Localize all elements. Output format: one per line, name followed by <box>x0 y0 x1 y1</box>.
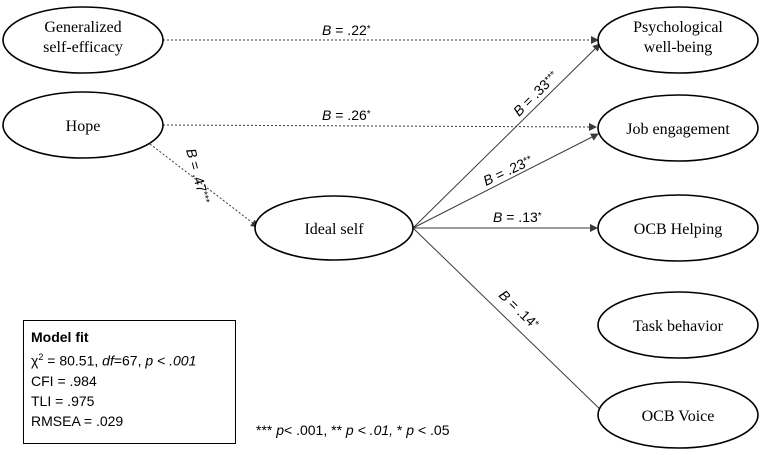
node-job-engagement: Job engagement <box>597 94 759 162</box>
coef-ideal-ocb-voice: B = .14* <box>496 287 542 332</box>
path-ideal-to-pwb <box>412 43 601 229</box>
node-label: well-being <box>644 39 712 56</box>
node-label: Job engagement <box>626 121 730 138</box>
node-ideal-self: Ideal self <box>254 195 414 261</box>
model-fit-title: Model fit <box>31 329 89 345</box>
path-hope-to-ideal-self <box>149 143 259 228</box>
coef-hope-job-engagement: B = .26* <box>322 107 371 123</box>
node-label: Task behavior <box>633 318 724 335</box>
node-label: OCB Helping <box>634 221 722 238</box>
coef-ideal-ocb-helping: B = .13* <box>493 209 542 225</box>
node-label: Ideal self <box>304 221 364 238</box>
coef-ideal-pwb: B = .33*** <box>510 68 561 119</box>
node-label: OCB Voice <box>642 408 715 425</box>
tli-line: TLI = .975 <box>31 392 95 409</box>
path-ideal-to-job-engagement <box>412 133 599 229</box>
coef-hope-ideal-self: B = .47*** <box>183 147 213 206</box>
node-label: Generalized <box>44 19 121 36</box>
coef-gse-pwb: B = .22* <box>322 22 371 38</box>
node-task-behavior: Task behavior <box>597 291 759 359</box>
significance-note: *** p< .001, ** p < .01, * p < .05 <box>256 422 450 438</box>
chi-square-line: χ2 = 80.51, df=67, p < .001 <box>31 352 197 369</box>
path-hope-to-job-engagement <box>162 122 597 131</box>
rmsea-line: RMSEA = .029 <box>31 412 124 429</box>
node-label: Psychological <box>633 19 723 36</box>
node-label: self-efficacy <box>43 39 123 56</box>
node-label: Hope <box>66 118 101 135</box>
node-ocb-helping: OCB Helping <box>597 194 759 262</box>
node-ocb-voice: OCB Voice <box>597 381 759 449</box>
cfi-line: CFI = .984 <box>31 372 97 389</box>
node-hope: Hope <box>2 91 164 159</box>
node-psychological-well-being: Psychological well-being <box>597 6 759 74</box>
path-ideal-to-ocb-voice <box>412 227 607 416</box>
model-fit-box: Model fit χ2 = 80.51, df=67, p < .001 CF… <box>23 320 236 444</box>
node-generalized-self-efficacy: Generalized self-efficacy <box>2 6 164 74</box>
